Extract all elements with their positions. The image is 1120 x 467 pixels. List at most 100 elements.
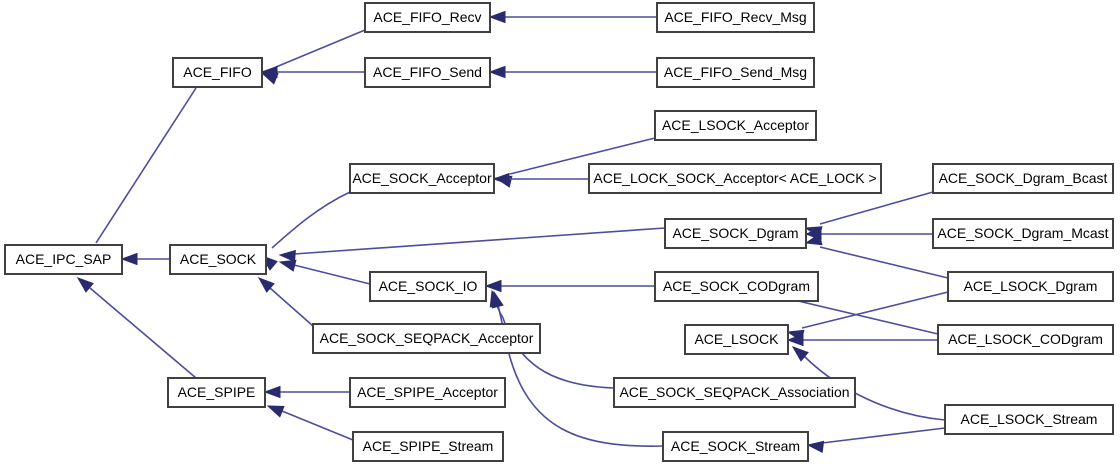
edge-sock_seqpack_acceptor-to-sock-line bbox=[269, 287, 314, 327]
class-node-sock_seqpack_acceptor[interactable]: ACE_SOCK_SEQPACK_Acceptor bbox=[312, 323, 541, 354]
class-node-fifo_send-box[interactable] bbox=[364, 57, 491, 88]
class-node-sock_io-box[interactable] bbox=[369, 271, 487, 302]
class-node-lsock_dgram-label[interactable]: ACE_LSOCK_Dgram bbox=[964, 278, 1098, 294]
class-node-lsock-box[interactable] bbox=[684, 324, 789, 355]
edge-fifo_send-to-fifo-arrowhead-icon bbox=[260, 65, 278, 79]
edge-sock_dgram_bcast-to-sock_dgram-line bbox=[819, 191, 934, 225]
class-node-fifo_recv[interactable]: ACE_FIFO_Recv bbox=[364, 2, 491, 33]
class-node-sock_seqpack_association[interactable]: ACE_SOCK_SEQPACK_Association bbox=[613, 377, 856, 408]
class-node-lsock_stream[interactable]: ACE_LSOCK_Stream bbox=[944, 404, 1114, 435]
class-node-spipe_acceptor-box[interactable] bbox=[349, 377, 506, 408]
class-node-spipe_acceptor-label[interactable]: ACE_SPIPE_Acceptor bbox=[357, 384, 498, 400]
class-node-sock_stream-label[interactable]: ACE_SOCK_Stream bbox=[671, 438, 800, 454]
class-node-lsock_dgram[interactable]: ACE_LSOCK_Dgram bbox=[947, 271, 1114, 302]
class-node-sock_dgram_mcast-label[interactable]: ACE_SOCK_Dgram_Mcast bbox=[937, 225, 1108, 241]
class-node-sock_seqpack_association-label[interactable]: ACE_SOCK_SEQPACK_Association bbox=[619, 384, 849, 400]
class-node-sock_dgram_mcast-box[interactable] bbox=[932, 218, 1114, 249]
class-node-sock_dgram_bcast-box[interactable] bbox=[932, 163, 1114, 194]
class-node-lsock_acceptor-box[interactable] bbox=[654, 110, 817, 141]
class-node-fifo_send[interactable]: ACE_FIFO_Send bbox=[364, 57, 491, 88]
class-node-lsock_stream-box[interactable] bbox=[944, 404, 1114, 435]
class-node-sock_acceptor-box[interactable] bbox=[349, 163, 495, 194]
class-node-sock_stream-box[interactable] bbox=[662, 431, 809, 462]
edge-sock_codgram-to-sock_io bbox=[484, 279, 655, 293]
class-node-spipe_stream-box[interactable] bbox=[352, 431, 504, 462]
edge-sock_io-to-sock-line bbox=[293, 264, 371, 285]
class-node-sock-box[interactable] bbox=[169, 244, 267, 275]
class-node-sock_dgram_mcast[interactable]: ACE_SOCK_Dgram_Mcast bbox=[932, 218, 1114, 249]
class-node-lsock_acceptor[interactable]: ACE_LSOCK_Acceptor bbox=[654, 110, 817, 141]
class-node-fifo-box[interactable] bbox=[172, 57, 263, 88]
class-node-fifo_send_msg-box[interactable] bbox=[656, 57, 815, 88]
class-node-spipe_stream-label[interactable]: ACE_SPIPE_Stream bbox=[363, 438, 494, 454]
class-node-sock_io[interactable]: ACE_SOCK_IO bbox=[369, 271, 487, 302]
class-node-fifo_recv_msg-label[interactable]: ACE_FIFO_Recv_Msg bbox=[664, 9, 806, 25]
class-node-lsock_acceptor-label[interactable]: ACE_LSOCK_Acceptor bbox=[662, 117, 809, 133]
class-node-spipe-box[interactable] bbox=[167, 377, 266, 408]
class-node-sock_dgram_bcast[interactable]: ACE_SOCK_Dgram_Bcast bbox=[932, 163, 1114, 194]
class-node-ipc_sap[interactable]: ACE_IPC_SAP bbox=[4, 244, 123, 275]
class-node-lsock_codgram-box[interactable] bbox=[937, 324, 1114, 355]
class-node-fifo-label[interactable]: ACE_FIFO bbox=[183, 64, 252, 80]
class-node-sock_dgram-label[interactable]: ACE_SOCK_Dgram bbox=[672, 225, 798, 241]
edge-lsock_stream-to-sock_stream bbox=[806, 427, 946, 454]
class-node-fifo_recv-box[interactable] bbox=[364, 2, 491, 33]
class-node-sock_codgram-box[interactable] bbox=[654, 271, 819, 302]
nodes-layer: ACE_IPC_SAPACE_FIFOACE_FIFO_RecvACE_FIFO… bbox=[4, 2, 1114, 462]
class-node-fifo_send_msg-label[interactable]: ACE_FIFO_Send_Msg bbox=[664, 64, 807, 80]
edge-lsock_dgram-to-lsock-line bbox=[801, 291, 949, 329]
edge-sock_io-to-sock bbox=[278, 259, 371, 285]
class-node-sock_codgram[interactable]: ACE_SOCK_CODgram bbox=[654, 271, 819, 302]
class-node-lsock_codgram-label[interactable]: ACE_LSOCK_CODgram bbox=[948, 331, 1103, 347]
class-node-sock-label[interactable]: ACE_SOCK bbox=[180, 251, 257, 267]
edge-lsock_stream-to-lsock-arrowhead-icon bbox=[791, 346, 809, 362]
class-node-ipc_sap-box[interactable] bbox=[4, 244, 123, 275]
class-node-spipe_acceptor[interactable]: ACE_SPIPE_Acceptor bbox=[349, 377, 506, 408]
class-node-fifo_send_msg[interactable]: ACE_FIFO_Send_Msg bbox=[656, 57, 815, 88]
class-node-sock_codgram-label[interactable]: ACE_SOCK_CODgram bbox=[663, 278, 810, 294]
class-node-sock_seqpack_acceptor-box[interactable] bbox=[312, 323, 541, 354]
class-node-fifo[interactable]: ACE_FIFO bbox=[172, 57, 263, 88]
class-node-sock_stream[interactable]: ACE_SOCK_Stream bbox=[662, 431, 809, 462]
class-node-sock_io-label[interactable]: ACE_SOCK_IO bbox=[379, 278, 478, 294]
class-node-lsock[interactable]: ACE_LSOCK bbox=[684, 324, 789, 355]
edge-fifo-to-ipc_sap bbox=[87, 87, 197, 272]
class-node-sock_dgram_bcast-label[interactable]: ACE_SOCK_Dgram_Bcast bbox=[939, 170, 1108, 186]
class-node-fifo_send-label[interactable]: ACE_FIFO_Send bbox=[373, 64, 482, 80]
class-node-fifo_recv_msg-box[interactable] bbox=[656, 2, 815, 33]
edge-sock-to-ipc_sap bbox=[120, 252, 170, 266]
class-node-spipe-label[interactable]: ACE_SPIPE bbox=[178, 384, 256, 400]
class-node-fifo_recv-label[interactable]: ACE_FIFO_Recv bbox=[373, 9, 481, 25]
edge-spipe_stream-to-spipe-arrowhead-icon bbox=[266, 405, 285, 418]
class-node-lsock-label[interactable]: ACE_LSOCK bbox=[694, 331, 779, 347]
class-node-lsock_codgram[interactable]: ACE_LSOCK_CODgram bbox=[937, 324, 1114, 355]
class-node-spipe_stream[interactable]: ACE_SPIPE_Stream bbox=[352, 431, 504, 462]
edge-sock_dgram-to-sock bbox=[278, 227, 666, 263]
edge-sock-to-ipc_sap-arrowhead-icon bbox=[120, 252, 138, 266]
class-node-ipc_sap-label[interactable]: ACE_IPC_SAP bbox=[16, 251, 112, 267]
class-node-sock_acceptor[interactable]: ACE_SOCK_Acceptor bbox=[349, 163, 495, 194]
edge-spipe_stream-to-spipe-line bbox=[281, 410, 354, 441]
class-node-lock_sock_acceptor[interactable]: ACE_LOCK_SOCK_Acceptor< ACE_LOCK > bbox=[588, 163, 882, 194]
class-node-sock_seqpack_acceptor-label[interactable]: ACE_SOCK_SEQPACK_Acceptor bbox=[320, 330, 534, 346]
class-node-sock[interactable]: ACE_SOCK bbox=[169, 244, 267, 275]
class-node-lock_sock_acceptor-label[interactable]: ACE_LOCK_SOCK_Acceptor< ACE_LOCK > bbox=[593, 170, 876, 186]
class-node-lsock_stream-label[interactable]: ACE_LSOCK_Stream bbox=[961, 411, 1098, 427]
class-node-sock_acceptor-label[interactable]: ACE_SOCK_Acceptor bbox=[352, 170, 492, 186]
edge-sock_stream-to-sock_io-arrowhead-icon bbox=[491, 290, 504, 309]
edge-spipe_acceptor-to-spipe-arrowhead-icon bbox=[263, 385, 281, 399]
edge-spipe_stream-to-spipe bbox=[266, 405, 354, 441]
class-node-lsock_dgram-box[interactable] bbox=[947, 271, 1114, 302]
class-node-sock_dgram-box[interactable] bbox=[664, 218, 807, 249]
edge-fifo_recv_msg-to-fifo_recv-arrowhead-icon bbox=[488, 10, 506, 24]
edge-lsock_acceptor-to-sock_acceptor-line bbox=[509, 137, 656, 175]
class-node-sock_dgram[interactable]: ACE_SOCK_Dgram bbox=[664, 218, 807, 249]
class-node-spipe[interactable]: ACE_SPIPE bbox=[167, 377, 266, 408]
class-node-sock_seqpack_association-box[interactable] bbox=[613, 377, 856, 408]
class-node-fifo_recv_msg[interactable]: ACE_FIFO_Recv_Msg bbox=[656, 2, 815, 33]
edge-spipe-to-ipc_sap-arrowhead-icon bbox=[76, 277, 94, 293]
edge-fifo-to-ipc_sap-line bbox=[95, 87, 197, 244]
class-node-lock_sock_acceptor-box[interactable] bbox=[588, 163, 882, 194]
